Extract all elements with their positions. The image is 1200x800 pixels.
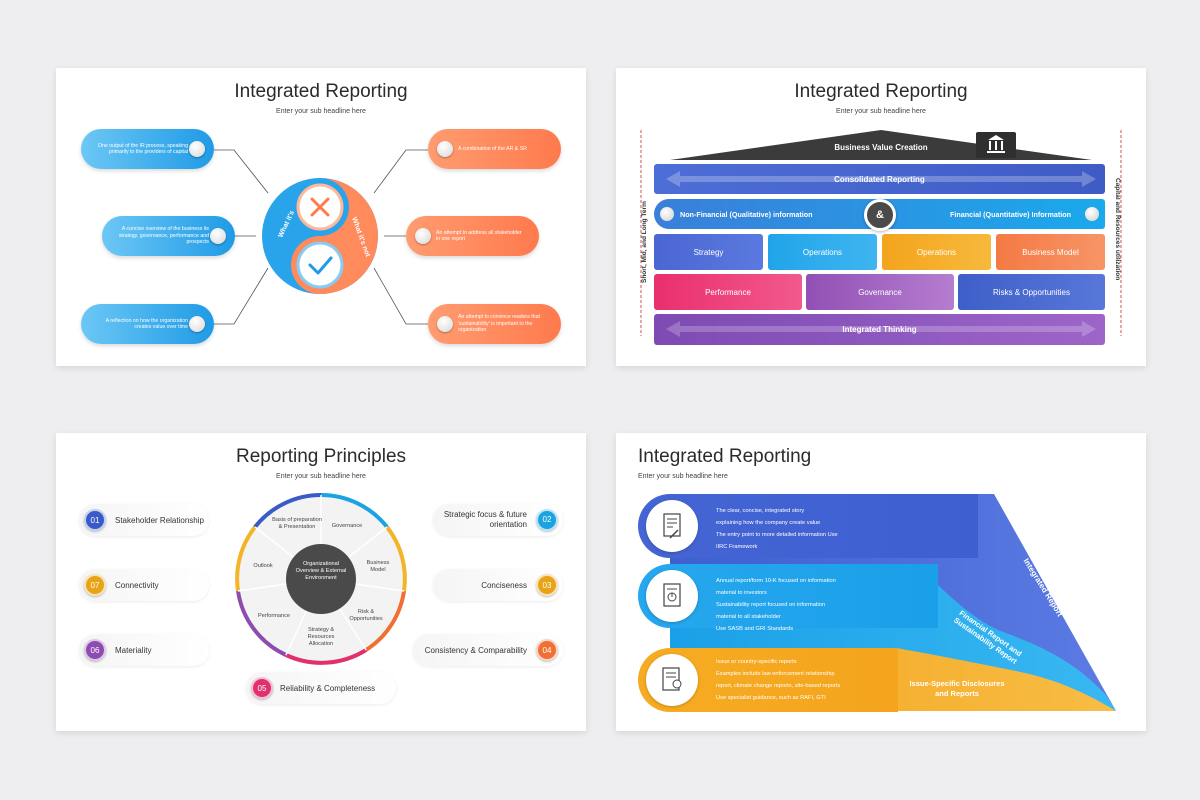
what-its-not-item-3[interactable]: An attempt to convince readers that 'sus…: [428, 304, 561, 344]
knob-icon: [1085, 207, 1099, 221]
slide-integrated-reporting-2[interactable]: Integrated Reporting Enter your sub head…: [616, 68, 1146, 366]
slide-subtitle: Enter your sub headline here: [638, 473, 728, 480]
block-operations-2[interactable]: Operations: [882, 234, 991, 270]
what-its-item-2[interactable]: A concise overview of the business its s…: [102, 216, 235, 256]
segment-performance: Performance: [257, 613, 291, 619]
block-governance[interactable]: Governance: [806, 274, 954, 310]
principle-number: 07: [84, 574, 106, 596]
block-performance[interactable]: Performance: [654, 274, 802, 310]
integrated-thinking[interactable]: Integrated Thinking: [654, 314, 1105, 345]
slide-title: Integrated Reporting: [794, 81, 968, 102]
document-icon: [646, 500, 698, 552]
band3-bullets: Issue or country-specific reports Exampl…: [716, 659, 841, 701]
ampersand-badge: &: [864, 199, 896, 231]
principle-number: 02: [536, 509, 558, 531]
slide-title: Reporting Principles: [235, 446, 407, 467]
principle-02[interactable]: Strategic focus & future orientation 02: [433, 504, 563, 536]
center-label: Organizational Overview & External Envir…: [295, 561, 347, 581]
slide-reporting-principles[interactable]: Reporting Principles Enter your sub head…: [56, 433, 586, 731]
principle-07[interactable]: 07 Connectivity: [79, 569, 209, 601]
block-strategy[interactable]: Strategy: [654, 234, 763, 270]
what-its-not-item-1[interactable]: A combination of the AR & SR: [428, 129, 561, 169]
principle-01[interactable]: 01 Stakeholder Relationship: [79, 504, 209, 536]
segment-strategy: Strategy & Resources Allocation: [307, 627, 335, 647]
slide-title: Integrated Reporting: [234, 81, 408, 102]
roof-label: Business Value Creation: [834, 143, 928, 152]
principle-05[interactable]: 05 Reliability & Completeness: [246, 672, 396, 704]
non-financial-label: Non-Financial (Qualitative) information: [680, 210, 813, 219]
principle-06[interactable]: 06 Materiality: [79, 634, 209, 666]
principle-number: 05: [251, 677, 273, 699]
slide-integrated-reporting-1[interactable]: Integrated Reporting Enter your sub head…: [56, 68, 586, 366]
block-business-model[interactable]: Business Model: [996, 234, 1105, 270]
center-hub: [286, 544, 356, 614]
band1-bullets: The clear, concise, integrated story exp…: [716, 508, 838, 550]
cross-icon: [310, 197, 330, 217]
house-frame: Short, Mid, and Long Term Capital and Re…: [640, 130, 1122, 336]
band2-bullets: Annual report/form 10-K focused on infor…: [716, 578, 836, 632]
segment-outlook: Outlook: [253, 563, 273, 569]
right-axis-label: Capital and Resources utilization: [1114, 178, 1121, 280]
block-operations-1[interactable]: Operations: [768, 234, 877, 270]
principle-number: 03: [536, 574, 558, 596]
knob-icon: [437, 141, 453, 157]
knob-icon: [415, 228, 431, 244]
principle-number: 04: [536, 639, 558, 661]
principle-03[interactable]: Conciseness 03: [433, 569, 563, 601]
report-chart-icon: [646, 570, 698, 622]
principle-number: 06: [84, 639, 106, 661]
what-its-item-3[interactable]: A reflection on how the organization cre…: [81, 304, 214, 344]
financial-label: Financial (Quantitative) Information: [950, 210, 1071, 219]
principle-04[interactable]: Consistency & Comparability 04: [413, 634, 563, 666]
knob-icon: [189, 316, 205, 332]
bank-icon: [987, 135, 1005, 153]
consolidated-reporting[interactable]: Consolidated Reporting: [654, 164, 1105, 194]
block-risks-opportunities[interactable]: Risks & Opportunities: [958, 274, 1105, 310]
double-arrow-icon: [666, 321, 1096, 337]
layer3-label: Issue-Specific Disclosures and Reports: [909, 679, 1005, 698]
segment-governance: Governance: [331, 523, 363, 529]
knob-icon: [210, 228, 226, 244]
slide-subtitle: Enter your sub headline here: [276, 473, 366, 480]
slide-subtitle: Enter your sub headline here: [276, 108, 366, 115]
analysis-report-icon: [646, 654, 698, 706]
knob-icon: [660, 207, 674, 221]
principle-number: 01: [84, 509, 106, 531]
slide-subtitle: Enter your sub headline here: [836, 108, 926, 115]
connector-lines: What it's What it's not: [214, 149, 428, 325]
what-its-item-1[interactable]: One output of the IR process, speaking p…: [81, 129, 214, 169]
principles-wheel: [235, 493, 407, 665]
double-arrow-icon: [666, 171, 1096, 187]
knob-icon: [437, 316, 453, 332]
segment-business-model: Business Model: [366, 560, 390, 573]
segment-basis: Basis of preparation & Presentation: [272, 517, 322, 530]
slide-title: Integrated Reporting: [638, 446, 812, 467]
knob-icon: [189, 141, 205, 157]
left-axis-label: Short, Mid, and Long Term: [641, 201, 648, 283]
what-its-not-item-2[interactable]: An attempt to address all stakeholder in…: [406, 216, 539, 256]
slide-integrated-reporting-4[interactable]: Integrated Reporting Enter your sub head…: [616, 433, 1146, 731]
segment-risk: Risk & Opportunities: [349, 609, 383, 622]
check-icon: [308, 256, 333, 275]
